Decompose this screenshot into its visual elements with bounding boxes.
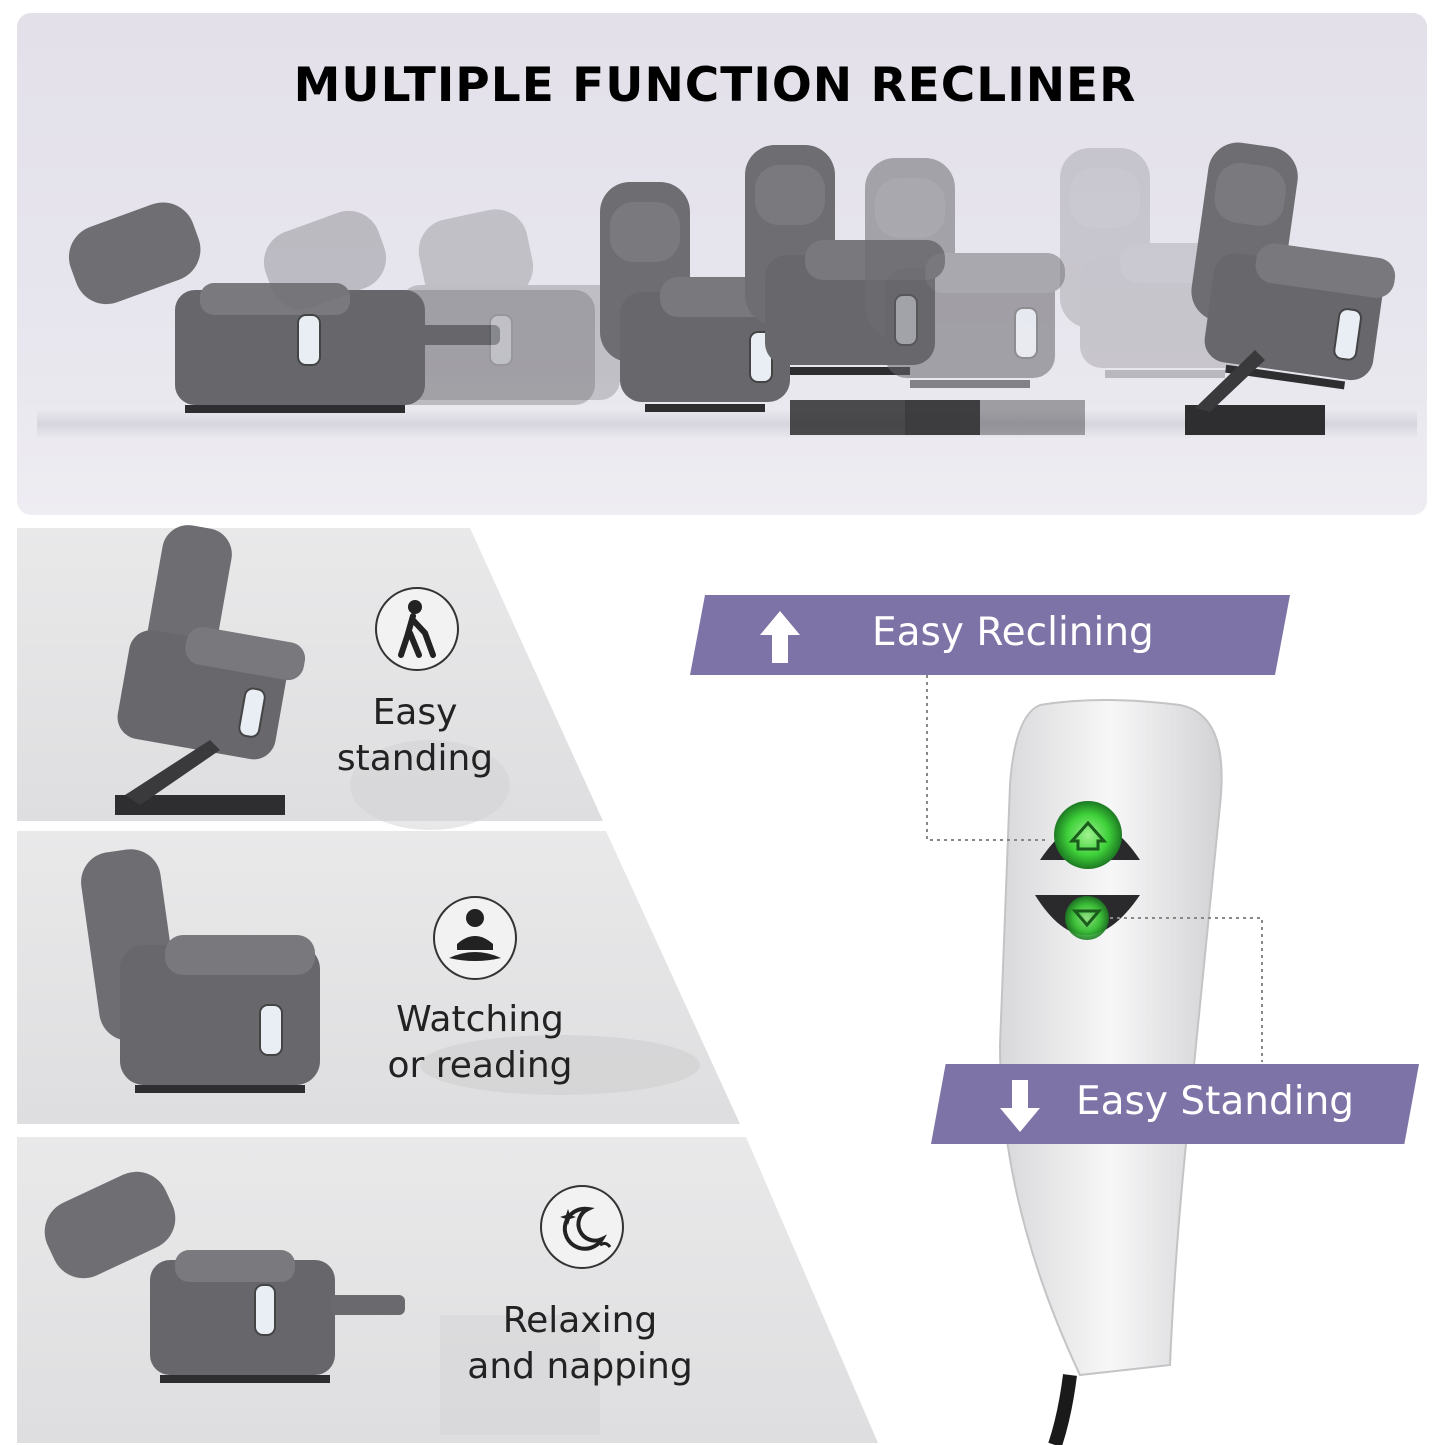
moon-stars-icon (540, 1185, 624, 1269)
easy-standing-banner: Easy Standing (931, 1064, 1419, 1144)
chair-relaxing-image (44, 1171, 405, 1383)
chair-standing-image (115, 525, 306, 815)
page-title: MULTIPLE FUNCTION RECLINER (293, 58, 1137, 113)
feature-label-relaxing: Relaxing and napping (467, 1300, 693, 1387)
down-arrow-icon (1000, 1080, 1040, 1132)
meditation-person-icon (433, 896, 517, 980)
easy-reclining-text: Easy Reclining (872, 610, 1154, 655)
easy-standing-text: Easy Standing (1076, 1079, 1355, 1124)
recliner-sequence-image (68, 137, 1412, 435)
chair-watching-image (81, 849, 320, 1093)
up-arrow-icon (760, 611, 800, 663)
feature-label-standing: Easy standing (336, 692, 494, 779)
easy-reclining-banner: Easy Reclining (690, 595, 1290, 675)
walking-cane-icon (375, 587, 459, 671)
feature-label-watching: Watching or reading (387, 999, 573, 1086)
